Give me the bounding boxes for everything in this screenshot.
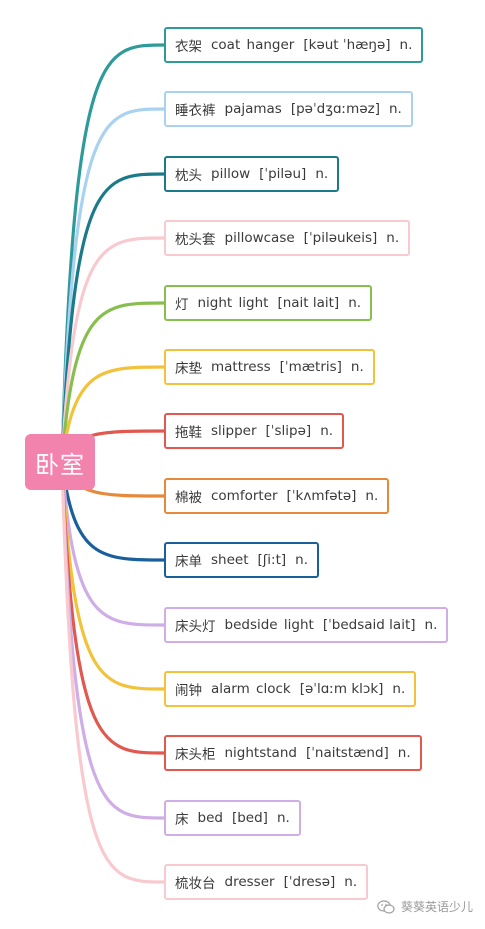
center-topic-label: 卧室 [35, 450, 85, 479]
word-node: 枕头 pillow [ˈpiləu] n. [164, 156, 340, 192]
word-en: pillow [211, 166, 251, 182]
word-pos: n. [388, 101, 402, 117]
word-node: 床垫 mattress [ˈmætris] n. [164, 349, 375, 385]
word-pos: n. [399, 37, 413, 53]
watermark: 葵葵英语少儿 [377, 898, 473, 915]
word-ipa: [bed] [231, 810, 268, 826]
word-zh: 梳妆台 [175, 876, 216, 892]
word-en: alarm clock [211, 681, 291, 697]
word-en: dresser [224, 874, 275, 890]
wechat-icon [377, 899, 395, 914]
word-en: comforter [211, 488, 278, 504]
word-pos: n. [320, 423, 334, 439]
word-en: bedside light [224, 617, 314, 633]
word-node: 闹钟 alarm clock [əˈlɑːm klɔk] n. [164, 671, 417, 707]
word-zh: 衣架 [175, 39, 202, 55]
connector-line [60, 365, 166, 464]
word-ipa: [ˈkʌmfətə] [286, 488, 357, 504]
word-ipa: [ʃi:t] [257, 552, 287, 568]
word-pos: n. [386, 230, 400, 246]
word-en: night light [197, 295, 269, 311]
word-ipa: [pəˈdʒɑːməz] [290, 101, 380, 117]
word-node: 拖鞋 slipper [ˈslipə] n. [164, 413, 345, 449]
word-ipa: [ˈslipə] [265, 423, 312, 439]
word-pos: n. [315, 166, 329, 182]
word-en: pajamas [224, 101, 282, 117]
word-pos: n. [348, 295, 362, 311]
word-zh: 棉被 [175, 490, 202, 506]
word-ipa: [əˈlɑːm klɔk] [299, 681, 384, 697]
center-topic: 卧室 [25, 434, 95, 490]
word-ipa: [ˈmætris] [279, 359, 342, 375]
word-zh: 床垫 [175, 361, 202, 377]
word-ipa: [ˈbedsaid lait] [322, 617, 416, 633]
word-en: nightstand [224, 745, 297, 761]
connector-line [60, 107, 166, 464]
word-node: 床单 sheet [ʃi:t] n. [164, 542, 320, 578]
word-node: 灯 night light [nait lait] n. [164, 285, 373, 321]
connector-line [60, 236, 166, 464]
word-en: slipper [211, 423, 257, 439]
word-ipa: [ˈnaitstænd] [305, 745, 389, 761]
word-pos: n. [276, 810, 290, 826]
word-node: 睡衣裤 pajamas [pəˈdʒɑːməz] n. [164, 91, 413, 127]
word-pos: n. [397, 745, 411, 761]
connector-line [60, 460, 166, 884]
word-pos: n. [350, 359, 364, 375]
watermark-text: 葵葵英语少儿 [400, 900, 473, 914]
word-pos: n. [295, 552, 309, 568]
connector-line [60, 460, 166, 627]
word-zh: 床头柜 [175, 747, 216, 763]
word-zh: 拖鞋 [175, 425, 202, 441]
word-node: 床头柜 nightstand [ˈnaitstænd] n. [164, 735, 422, 771]
word-node: 梳妆台 dresser [ˈdresə] n. [164, 864, 369, 900]
word-node: 衣架 coat hanger [kəut ˈhæŋə] n. [164, 27, 424, 63]
word-zh: 枕头套 [175, 232, 216, 248]
word-node: 床 bed [bed] n. [164, 800, 301, 836]
word-pos: n. [424, 617, 438, 633]
word-ipa: [ˈpiləukeis] [303, 230, 378, 246]
word-pos: n. [392, 681, 406, 697]
word-pos: n. [365, 488, 379, 504]
word-zh: 枕头 [175, 168, 202, 184]
word-zh: 闹钟 [175, 683, 202, 699]
word-en: mattress [211, 359, 271, 375]
word-ipa: [ˈdresə] [283, 874, 336, 890]
connector-line [60, 460, 166, 562]
word-en: bed [197, 810, 223, 826]
word-zh: 床单 [175, 554, 202, 570]
word-zh: 床 [175, 812, 189, 828]
word-node: 棉被 comforter [ˈkʌmfətə] n. [164, 478, 390, 514]
word-zh: 睡衣裤 [175, 103, 216, 119]
word-zh: 床头灯 [175, 619, 216, 635]
connector-line [60, 301, 166, 464]
connector-line [60, 460, 166, 820]
word-ipa: [nait lait] [277, 295, 340, 311]
word-en: sheet [211, 552, 249, 568]
word-en: coat hanger [211, 37, 295, 53]
word-node: 枕头套 pillowcase [ˈpiləukeis] n. [164, 220, 411, 256]
word-node: 床头灯 bedside light [ˈbedsaid lait] n. [164, 607, 449, 643]
word-zh: 灯 [175, 297, 189, 313]
word-ipa: [kəut ˈhæŋə] [303, 37, 391, 53]
word-pos: n. [344, 874, 358, 890]
connector-line [60, 172, 166, 464]
word-ipa: [ˈpiləu] [259, 166, 307, 182]
word-en: pillowcase [224, 230, 295, 246]
